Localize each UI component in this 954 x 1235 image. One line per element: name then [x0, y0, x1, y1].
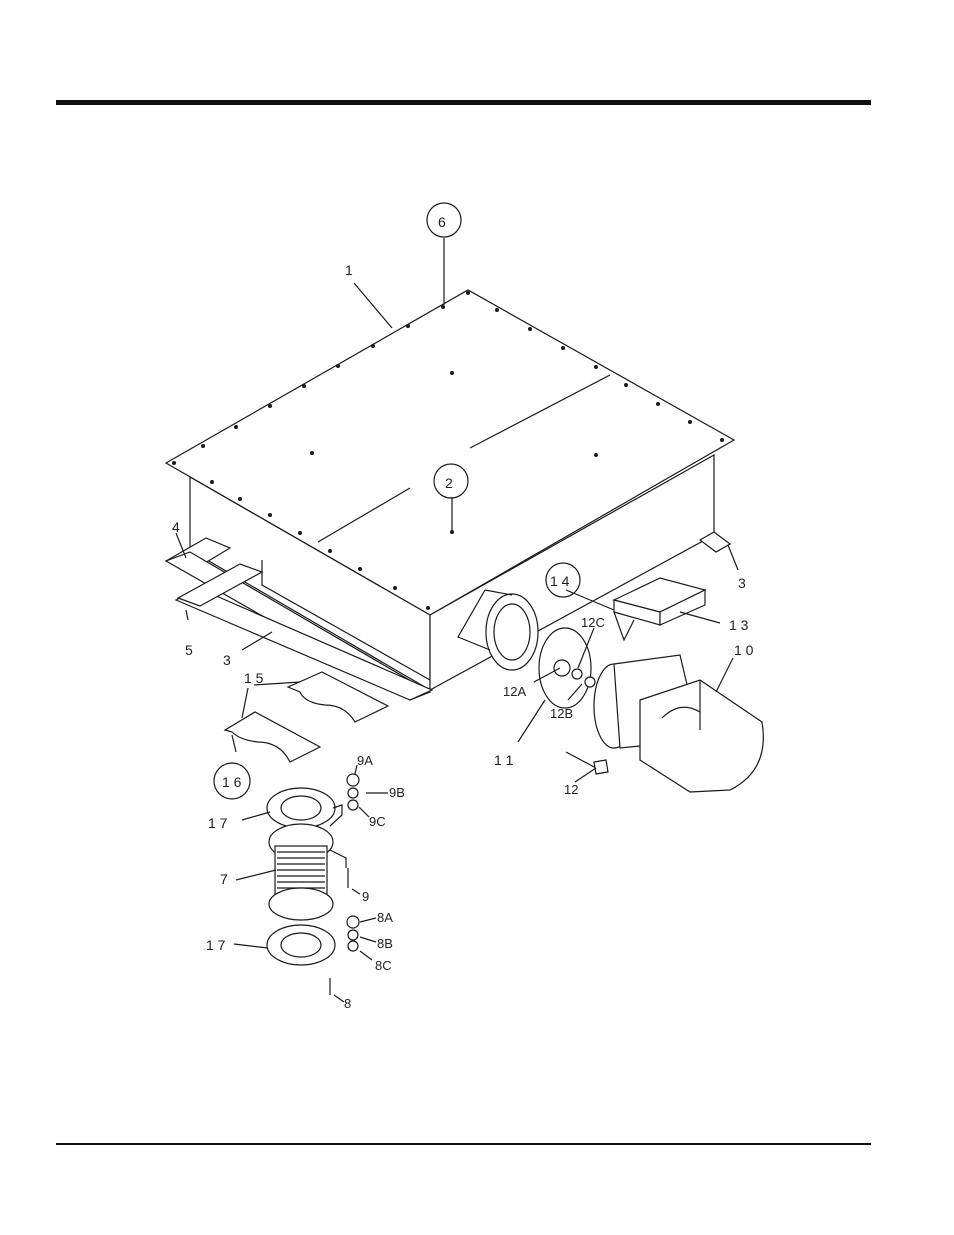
label-8C: 8C [375, 958, 392, 973]
washer-12b [585, 677, 595, 687]
label-6: 6 [438, 214, 446, 230]
label-3-right: 3 [738, 575, 746, 591]
cover-13-14 [614, 578, 705, 640]
label-16: 1 6 [222, 774, 242, 790]
label-2: 2 [445, 475, 453, 491]
label-1: 1 [345, 262, 353, 278]
label-12C: 12C [581, 615, 605, 630]
label-14: 1 4 [550, 573, 570, 589]
label-11: 1 1 [494, 752, 514, 768]
label-9B: 9B [389, 785, 405, 800]
flex-connector-7 [267, 788, 335, 965]
label-17-bottom: 1 7 [206, 937, 226, 953]
label-12: 12 [564, 782, 578, 797]
plate-11 [539, 628, 595, 708]
label-9A: 9A [357, 753, 373, 768]
label-5: 5 [185, 642, 193, 658]
label-10: 1 0 [734, 642, 754, 658]
label-15: 1 5 [244, 670, 264, 686]
label-8: 8 [344, 996, 351, 1011]
label-9C: 9C [369, 814, 386, 829]
label-12B: 12B [550, 706, 573, 721]
gasket-17-top [267, 788, 335, 828]
hood-10 [594, 655, 763, 792]
label-17-top: 1 7 [208, 815, 228, 831]
label-7: 7 [220, 871, 228, 887]
label-12A: 12A [503, 684, 526, 699]
label-4: 4 [172, 519, 180, 535]
washer-12c [572, 669, 582, 679]
label-3-left: 3 [223, 652, 231, 668]
label-13: 1 3 [729, 617, 749, 633]
bolt-12 [566, 752, 608, 774]
label-8A: 8A [377, 910, 393, 925]
label-8B: 8B [377, 936, 393, 951]
label-9: 9 [362, 889, 369, 904]
gasket-17-bottom [267, 925, 335, 965]
